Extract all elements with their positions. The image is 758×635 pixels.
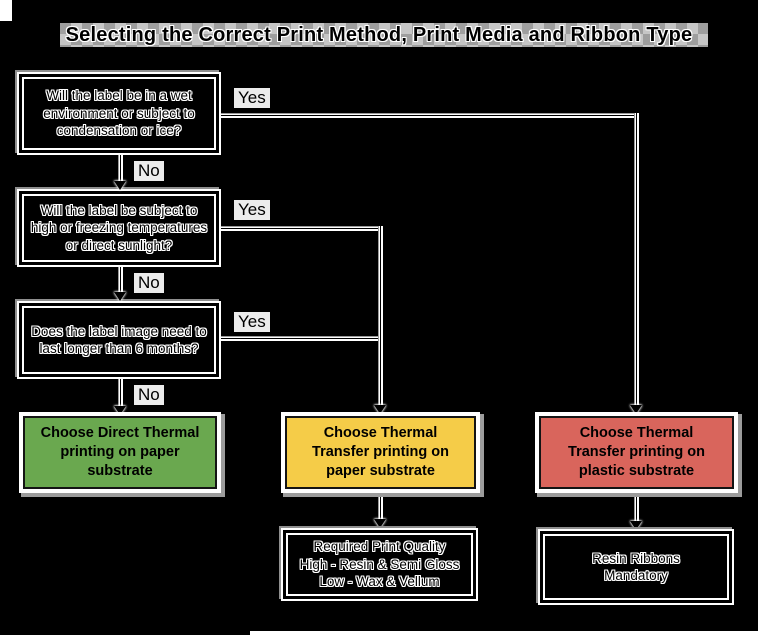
- page-title: Selecting the Correct Print Method, Prin…: [65, 24, 693, 46]
- no-label-2: No: [134, 273, 164, 293]
- connector-yes-1-horizontal: [221, 113, 639, 118]
- yes-label-2: Yes: [234, 200, 270, 220]
- note-line: Resin Ribbons: [592, 550, 680, 566]
- connector-no-2: [118, 267, 123, 295]
- no-label-1: No: [134, 161, 164, 181]
- note-box-resin-ribbons: Resin Ribbons Mandatory: [538, 529, 734, 605]
- note-line: High - Resin & Semi Gloss: [299, 556, 460, 572]
- outcome-label: Choose Thermal Transfer printing on pape…: [312, 425, 449, 479]
- outcome-label: Choose Direct Thermal printing on paper …: [40, 425, 200, 479]
- yes-label-3: Yes: [234, 312, 270, 332]
- note-box-print-quality: Required Print Quality High - Resin & Se…: [281, 528, 478, 601]
- note-line: Low - Wax & Vellum: [319, 574, 440, 590]
- outcome-thermal-transfer-paper: Choose Thermal Transfer printing on pape…: [285, 416, 476, 489]
- arrow-down-icon: [630, 405, 642, 414]
- no-label-3: No: [134, 385, 164, 405]
- outcome-direct-thermal-paper: Choose Direct Thermal printing on paper …: [23, 416, 217, 489]
- decision-box-wet-environment: Will the label be in a wet environment o…: [17, 72, 221, 155]
- connector-yes-1-vertical: [634, 113, 639, 407]
- note-line: Required Print Quality: [313, 539, 446, 555]
- decision-box-label-duration: Does the label image need to last longer…: [17, 301, 221, 379]
- arrow-down-icon: [114, 181, 126, 190]
- outcome-thermal-transfer-plastic: Choose Thermal Transfer printing on plas…: [539, 416, 734, 489]
- connector-yellow-to-note: [378, 492, 383, 522]
- artifact-top-left: [0, 0, 12, 21]
- connector-no-1: [118, 155, 123, 185]
- arrow-down-icon: [114, 292, 126, 301]
- arrow-down-icon: [114, 406, 126, 415]
- connector-no-3: [118, 379, 123, 409]
- decision-question: Will the label be subject to high or fre…: [30, 202, 208, 253]
- connector-yes-2-vertical: [378, 226, 383, 407]
- arrow-down-icon: [374, 519, 386, 528]
- note-line: Mandatory: [604, 568, 668, 583]
- connector-yes-2-horizontal: [221, 226, 383, 231]
- arrow-down-icon: [630, 521, 642, 530]
- connector-red-to-note: [634, 492, 639, 524]
- artifact-bottom-strip: [250, 631, 758, 635]
- arrow-down-icon: [374, 405, 386, 414]
- connector-yes-3-horizontal: [221, 336, 383, 341]
- decision-question: Will the label be in a wet environment o…: [43, 88, 195, 139]
- outcome-label: Choose Thermal Transfer printing on plas…: [568, 425, 705, 479]
- decision-box-temperature-sunlight: Will the label be subject to high or fre…: [17, 189, 221, 267]
- title-checker-band: [60, 23, 708, 47]
- yes-label-1: Yes: [234, 88, 270, 108]
- decision-question: Does the label image need to last longer…: [31, 323, 207, 357]
